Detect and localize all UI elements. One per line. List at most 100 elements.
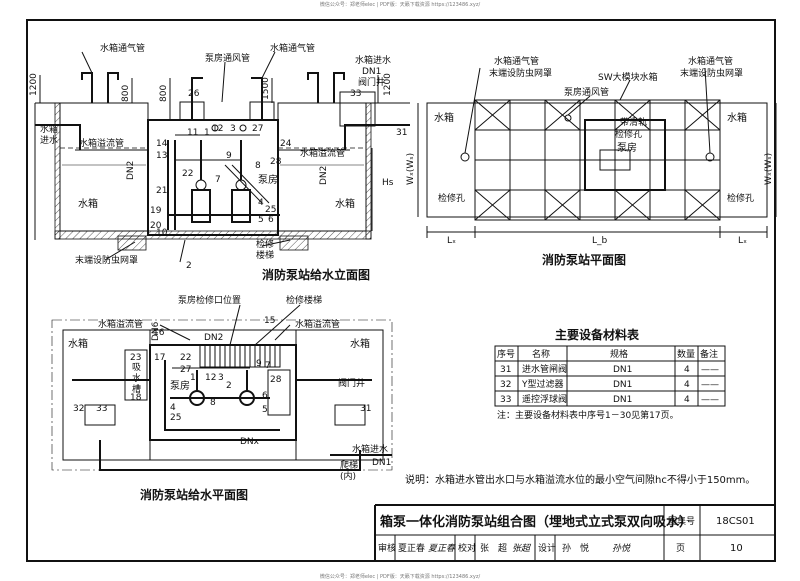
elev-dim-0: 1200	[29, 73, 39, 96]
plan-lx-right: Lₓ	[738, 236, 747, 246]
wp-overflow-left: 水箱溢流管	[98, 318, 143, 330]
wp-num: 28	[270, 375, 282, 385]
elev-num: 14	[156, 139, 168, 149]
plan-tank-left: 水箱	[434, 111, 454, 124]
wp-num: 31	[360, 404, 371, 414]
elev-dim-3: 1500	[261, 77, 271, 100]
drawing-title: 箱泵一体化消防泵站组合图（埋地式立式泵双向吸水）	[380, 514, 692, 530]
table-cell: ——	[701, 380, 719, 390]
wp-sump-1: 吸	[132, 362, 141, 373]
wp-num: 3	[218, 373, 224, 383]
elevation-item-numbers: 26 11 1 12 3 27 33 31 14 13 24 22 8 28 2…	[150, 89, 407, 271]
elev-num: 13	[156, 151, 167, 161]
water-plan-item-numbers: 16 23 17 15 18 4 25 7 28 6 5 32 33 31 22…	[73, 316, 371, 423]
elev-pump-room: 泵房	[258, 173, 278, 186]
materials-note: 注：主要设备材料表中序号1－30见第17页。	[497, 409, 679, 421]
checker-signature: 张超	[512, 543, 532, 554]
table-cell: 遥控浮球阀	[522, 393, 567, 405]
elevation-title: 消防泵站给水立面图	[262, 267, 370, 282]
wp-climb-2: (内)	[340, 470, 356, 482]
wp-num: 27	[180, 365, 191, 375]
plan-vent-left-2: 末端设防虫网罩	[489, 67, 552, 79]
table-cell: ——	[701, 395, 719, 405]
elev-num: 27	[252, 124, 263, 134]
review-label: 审核	[378, 542, 396, 554]
th-name: 名称	[532, 348, 550, 360]
th-spec: 规格	[610, 348, 628, 360]
elev-num: 33	[350, 89, 361, 99]
elev-num: 2	[186, 261, 192, 271]
elev-num: 26	[188, 89, 200, 99]
plan-tank-box: SW大模块水箱	[598, 71, 658, 83]
wp-sump-3: 槽	[132, 383, 141, 395]
wp-num: 25	[170, 413, 181, 423]
wp-access-hole: 泵房检修口位置	[178, 294, 241, 306]
table-cell: DN1	[613, 380, 632, 390]
wp-num: 7	[265, 361, 271, 371]
elev-vent-left: 水箱通气管	[100, 42, 145, 54]
wp-num: 17	[154, 353, 165, 363]
elev-ladder-2: 楼梯	[256, 249, 274, 261]
plan-rail-2: 检修孔	[615, 128, 642, 140]
wp-dn6: DN6	[151, 321, 161, 341]
plan-w-right: Wₓ(Wₛ)	[764, 153, 774, 185]
elev-hs: Hs	[382, 178, 394, 188]
designer: 孙 悦	[562, 542, 589, 554]
elev-num: 5	[258, 215, 264, 225]
elev-num: 11	[187, 128, 198, 138]
wp-num: 6	[262, 391, 268, 401]
elev-tank-left: 水箱	[78, 197, 98, 210]
watermark-top: 微信公众号：郑老师elec | PDF版：天籁下载资源 https://1234…	[319, 2, 481, 8]
plan-lb: L_b	[592, 236, 608, 246]
reviewer: 夏正春	[398, 542, 425, 554]
wp-num: 32	[73, 404, 84, 414]
elev-num: 31	[396, 128, 407, 138]
materials-table	[494, 345, 726, 407]
sheet-border	[26, 19, 776, 562]
wp-pump-room: 泵房	[170, 379, 190, 392]
table-cell: 4	[684, 380, 690, 390]
wp-dnx: DNx	[240, 437, 260, 447]
elev-dn1: DN1	[362, 67, 381, 77]
wp-num: 22	[180, 353, 191, 363]
designer-signature: 孙悦	[612, 543, 631, 554]
table-cell: 32	[500, 380, 511, 390]
plan-vent-left-1: 水箱通气管	[494, 55, 539, 67]
elev-tank-right: 水箱	[335, 197, 355, 210]
wp-dn2: DN2	[204, 333, 223, 343]
title-block	[374, 504, 775, 561]
check-label: 校对	[458, 542, 476, 554]
elev-num: 19	[150, 206, 162, 216]
elev-num: 1	[204, 128, 210, 138]
elev-num: 24	[280, 139, 292, 149]
wp-tank-left: 水箱	[68, 337, 88, 350]
table-cell: DN1	[613, 395, 632, 405]
elev-num: 22	[182, 169, 193, 179]
elev-ladder-1: 检修	[256, 238, 274, 250]
plan-manhole-right: 检修孔	[727, 192, 754, 204]
elev-num: 28	[270, 157, 282, 167]
th-qty: 数量	[677, 348, 695, 360]
elev-num: 20	[150, 221, 162, 231]
station-plan-view	[417, 67, 777, 238]
design-label: 设计	[538, 542, 556, 554]
th-note: 备注	[700, 348, 718, 360]
watermark-bottom: 微信公众号：郑老师elec | PDF版：天籁下载资源 https://1234…	[319, 574, 481, 580]
wp-num: 2	[226, 381, 232, 391]
plan-manhole-left: 检修孔	[438, 192, 465, 204]
wp-sump-2: 水	[132, 372, 141, 384]
plan-vent-right-2: 末端设防虫网罩	[680, 67, 743, 79]
plan-tank-right: 水箱	[727, 111, 747, 124]
elev-num: 7	[215, 175, 221, 185]
elev-inlet-left-1: 水箱	[40, 123, 58, 135]
tank-modules	[474, 99, 721, 221]
elev-num: 21	[156, 186, 167, 196]
elev-overflow-right: 水箱溢流管	[300, 147, 345, 159]
elev-inlet-left-2: 进水	[40, 134, 58, 146]
checker: 张 超	[480, 542, 507, 554]
wp-ladder: 检修楼梯	[286, 294, 322, 306]
wp-num: 12	[205, 373, 216, 383]
footnote: 说明：水箱进水管出水口与水箱溢流水位的最小空气间隙hc不得小于150mm。	[405, 473, 755, 486]
elev-num: 8	[255, 161, 261, 171]
